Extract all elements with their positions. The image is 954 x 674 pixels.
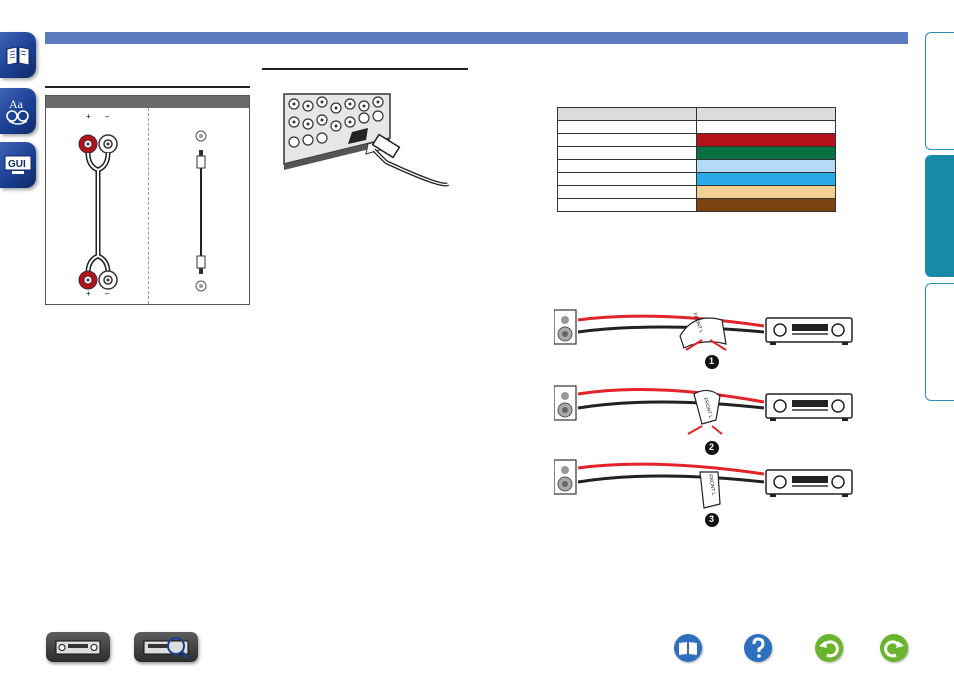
gui-icon	[4, 155, 32, 174]
rear-panel-button[interactable]	[134, 632, 198, 662]
color-table-row	[557, 159, 836, 173]
color-table-row	[557, 198, 836, 212]
front-panel-button[interactable]	[46, 632, 110, 662]
jack-top-label-plus: +	[86, 112, 91, 121]
step-1-number: 1	[709, 356, 715, 366]
right-tab-1[interactable]	[925, 32, 954, 150]
color-table-row	[557, 185, 836, 199]
section-rule-middle	[262, 68, 468, 70]
color-table-header-cell-2	[696, 107, 836, 121]
speaker-cable-illustration	[78, 134, 118, 290]
rear-panel-connection-illustration	[283, 93, 450, 187]
back-round-button[interactable]	[815, 634, 843, 662]
color-table-header-cell-1	[557, 107, 697, 121]
contents-round-button[interactable]	[674, 634, 702, 662]
color-table-row	[557, 146, 836, 160]
color-table-channel-cell	[557, 172, 697, 186]
step-2-number: 2	[709, 442, 715, 452]
index-icon: Aa	[6, 97, 29, 125]
color-table-swatch-cell	[696, 198, 836, 212]
book-icon	[6, 46, 30, 66]
subwoofer-cable-illustration	[195, 130, 207, 292]
gui-label: GUI	[8, 159, 26, 170]
book-icon	[679, 642, 697, 655]
connector-table-header	[46, 96, 249, 108]
step-3-number: 3	[709, 514, 715, 524]
color-table-channel-cell	[557, 185, 697, 199]
index-nav-button[interactable]: Aa	[0, 88, 36, 134]
color-table-swatch-cell	[696, 133, 836, 147]
color-table-row	[557, 133, 836, 147]
color-table-row	[557, 172, 836, 186]
back-arrow-icon	[819, 640, 839, 658]
color-table-row	[557, 120, 836, 134]
color-table-swatch-cell	[696, 146, 836, 160]
rear-panel-icon	[143, 637, 190, 660]
connector-table: + – + –	[45, 95, 250, 305]
color-table-channel-cell	[557, 159, 697, 173]
jack-bottom-label-plus: +	[86, 289, 91, 298]
color-table-channel-cell	[557, 146, 697, 160]
color-table-channel-cell	[557, 120, 697, 134]
color-table-swatch-cell	[696, 172, 836, 186]
color-table-header-row	[557, 107, 836, 121]
gui-nav-button[interactable]: GUI	[0, 142, 36, 188]
right-tab-3[interactable]	[925, 283, 954, 401]
color-table-swatch-cell	[696, 185, 836, 199]
help-round-button[interactable]	[744, 634, 772, 662]
speaker-color-table	[557, 107, 836, 212]
color-table-channel-cell	[557, 133, 697, 147]
section-rule-left	[45, 86, 250, 88]
color-table-swatch-cell	[696, 159, 836, 173]
jack-bottom-label-minus: –	[105, 289, 110, 298]
color-table-swatch-cell	[696, 120, 836, 134]
right-tab-2-active[interactable]	[925, 155, 954, 277]
header-bar	[45, 32, 908, 44]
connector-table-divider	[148, 108, 149, 304]
color-table-channel-cell	[557, 198, 697, 212]
forward-round-button[interactable]	[880, 634, 908, 662]
jack-top-label-minus: –	[105, 112, 110, 121]
question-icon	[752, 637, 765, 658]
cable-tie-steps-illustration	[554, 309, 853, 527]
front-panel-icon	[55, 640, 101, 655]
forward-arrow-icon	[884, 640, 904, 658]
contents-nav-button[interactable]	[0, 32, 36, 78]
svg-text:Aa: Aa	[9, 97, 24, 111]
